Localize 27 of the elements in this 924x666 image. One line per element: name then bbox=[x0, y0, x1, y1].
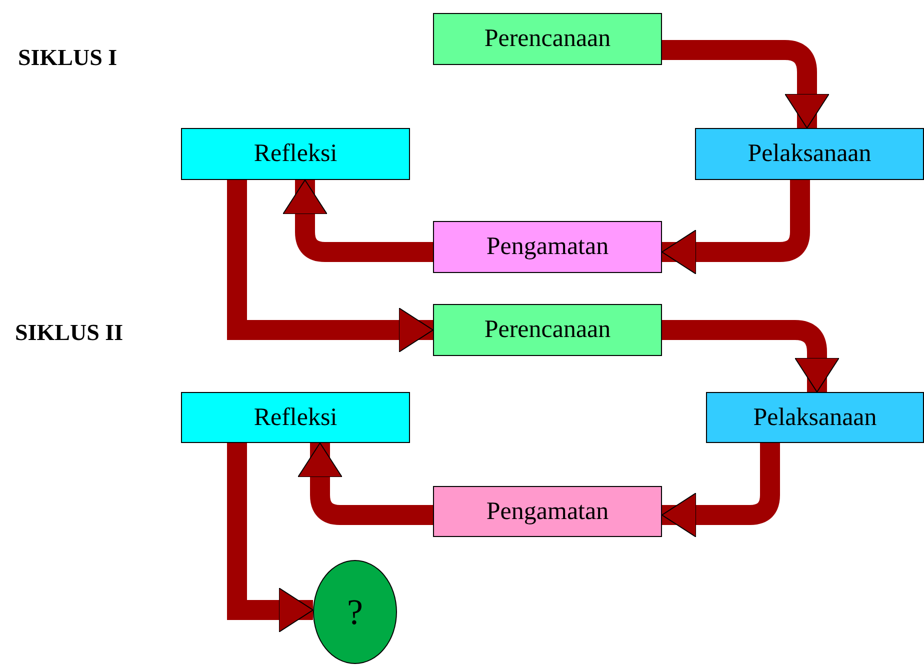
curved-arrow bbox=[662, 320, 840, 392]
curved-arrow bbox=[227, 180, 434, 352]
box-label: Perencanaan bbox=[484, 316, 611, 344]
curved-arrow bbox=[282, 180, 433, 262]
curved-arrow bbox=[662, 40, 830, 128]
process-box bbox=[181, 128, 410, 180]
process-box bbox=[695, 128, 924, 180]
curved-arrow bbox=[662, 180, 810, 274]
process-box bbox=[433, 13, 662, 65]
curved-arrow bbox=[298, 442, 433, 525]
box-label: ? bbox=[347, 591, 363, 633]
box-label: Pengamatan bbox=[486, 233, 609, 261]
process-box bbox=[433, 304, 662, 356]
process-box bbox=[706, 392, 924, 443]
box-label: Refleksi bbox=[254, 404, 338, 432]
cycle-label: SIKLUS II bbox=[15, 320, 124, 346]
box-label: Perencanaan bbox=[484, 25, 611, 53]
cycle-label: SIKLUS I bbox=[18, 45, 118, 71]
process-box bbox=[181, 392, 410, 443]
box-label: Pelaksanaan bbox=[748, 140, 872, 168]
box-label: Pengamatan bbox=[486, 498, 609, 526]
box-label: Pelaksanaan bbox=[753, 404, 877, 432]
box-label: Refleksi bbox=[254, 140, 338, 168]
process-box bbox=[433, 221, 662, 273]
curved-arrow bbox=[227, 443, 314, 632]
curved-arrow bbox=[662, 443, 780, 538]
process-box bbox=[433, 486, 662, 537]
